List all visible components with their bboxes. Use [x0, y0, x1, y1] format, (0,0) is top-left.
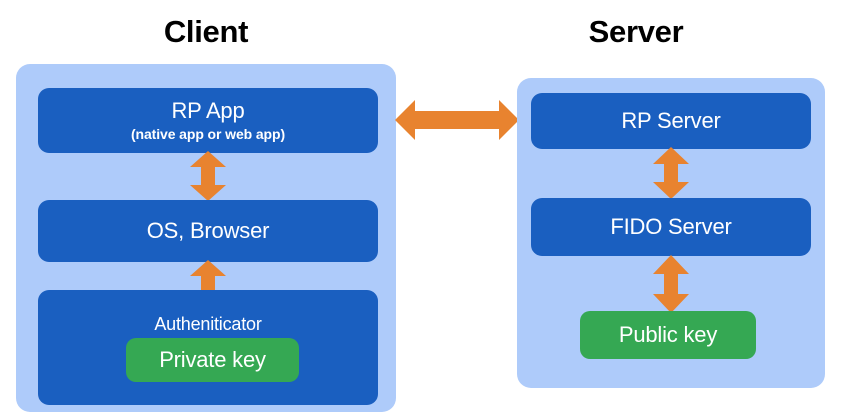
rp-app-sublabel: (native app or web app) [130, 125, 286, 142]
client-column-title: Client [163, 14, 249, 49]
client-box-os-browser: OS, Browser [38, 200, 378, 262]
rp-server-label: RP Server [621, 108, 721, 134]
private-key-pill: Private key [126, 338, 299, 382]
arrow-rp-app-to-rp-server-icon [395, 96, 519, 144]
public-key-pill: Public key [580, 311, 756, 359]
rp-app-label: RP App [171, 98, 245, 124]
server-column-title: Server [588, 14, 684, 49]
server-box-rp-server: RP Server [531, 93, 811, 149]
arrow-rp-app-to-os-browser-icon [190, 151, 226, 201]
arrow-rp-server-to-fido-server-icon [653, 147, 689, 199]
client-box-rp-app: RP App (native app or web app) [38, 88, 378, 153]
os-browser-label: OS, Browser [146, 218, 270, 244]
arrow-fido-server-to-public-key-icon [653, 255, 689, 313]
fido-server-label: FIDO Server [610, 214, 732, 240]
server-box-fido-server: FIDO Server [531, 198, 811, 256]
authenticator-label: Autheniticator [154, 314, 262, 334]
